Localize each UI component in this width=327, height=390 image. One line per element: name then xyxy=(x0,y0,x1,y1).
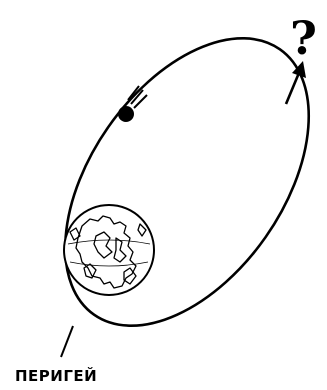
perigee-pointer-line xyxy=(61,326,73,357)
perigee-label: ПЕРИГЕЙ xyxy=(15,366,97,385)
question-mark: ? xyxy=(290,11,317,65)
orbit-ellipse xyxy=(15,0,327,370)
satellite-icon xyxy=(118,86,147,122)
earth-globe-icon xyxy=(64,205,154,295)
